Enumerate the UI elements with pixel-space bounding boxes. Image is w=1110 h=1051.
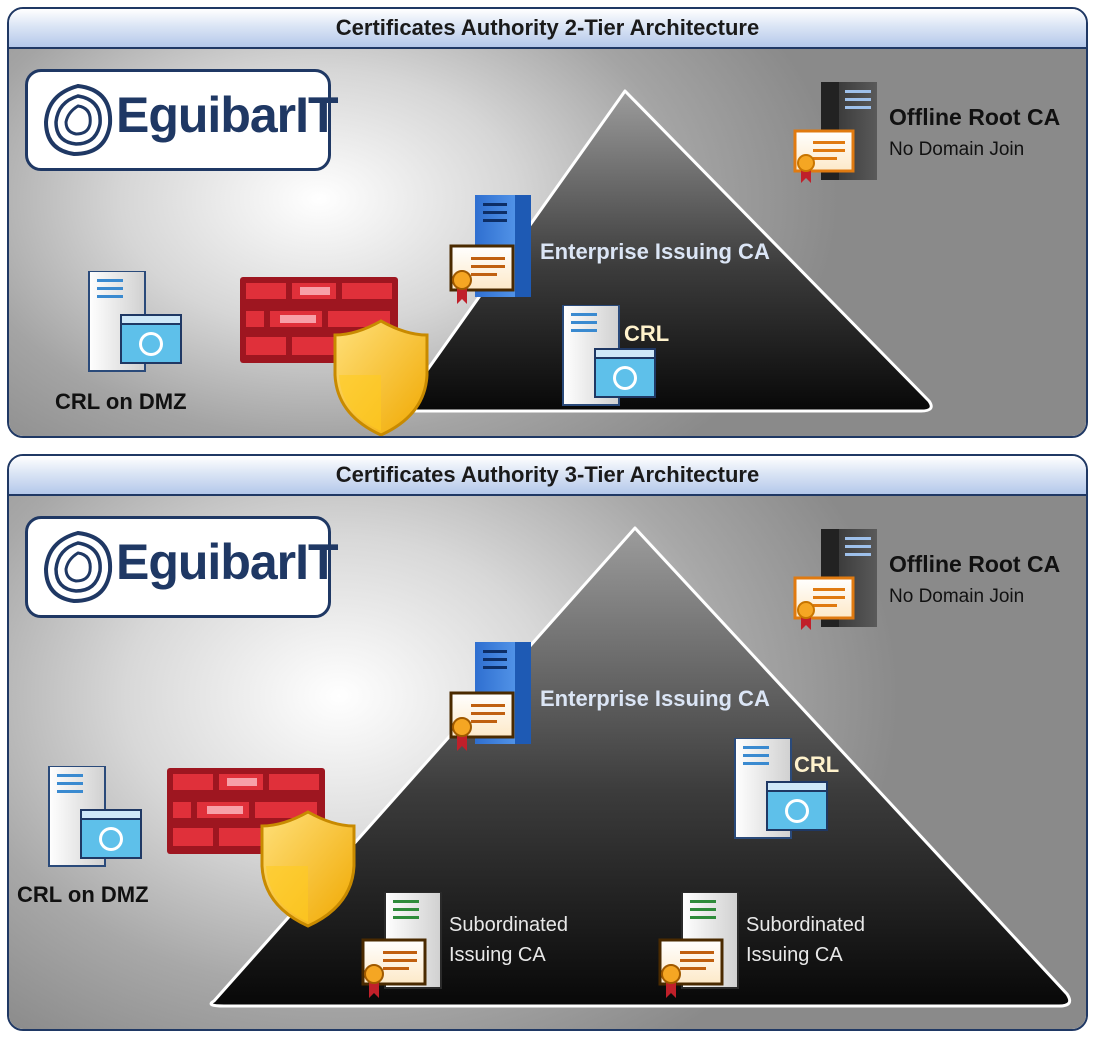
panel-header: Certificates Authority 3-Tier Architectu… [9, 456, 1086, 496]
three-tier-panel: Certificates Authority 3-Tier Architectu… [7, 454, 1088, 1031]
logo-swirl-icon [43, 531, 113, 604]
panel-header: Certificates Authority 2-Tier Architectu… [9, 9, 1086, 49]
certificate-icon [658, 938, 724, 998]
shield-icon [260, 810, 356, 928]
root-ca-subtitle: No Domain Join [889, 139, 1025, 160]
sub-ca-right-line1: Subordinated [746, 914, 865, 936]
root-ca-title: Offline Root CA [889, 104, 1061, 130]
panel-title: Certificates Authority 3-Tier Architectu… [335, 462, 760, 487]
web-server-icon [48, 766, 142, 867]
certificate-icon [449, 244, 515, 304]
pyramid [397, 89, 933, 413]
logo-text: EguibarIT [116, 87, 339, 143]
web-server-icon [562, 305, 656, 406]
sub-ca-left-line1: Subordinated [449, 914, 568, 936]
sub-ca-right-line2: Issuing CA [746, 944, 843, 966]
enterprise-ca-label: Enterprise Issuing CA [540, 239, 770, 264]
crl-dmz-label: CRL on DMZ [55, 389, 187, 414]
web-server-icon [734, 738, 828, 839]
logo-swirl-icon [43, 84, 113, 157]
panel-title: Certificates Authority 2-Tier Architectu… [335, 15, 760, 40]
panel-body: EguibarIT Offline Root CA No Domain Join [9, 496, 1086, 1029]
pyramid [209, 526, 1072, 1008]
enterprise-ca-label: Enterprise Issuing CA [540, 686, 770, 711]
logo-box: EguibarIT [25, 516, 339, 618]
certificate-icon [449, 691, 515, 751]
sub-ca-left-line2: Issuing CA [449, 944, 546, 966]
crl-label: CRL [624, 321, 670, 346]
web-server-icon [88, 271, 182, 372]
shield-icon [333, 319, 429, 436]
root-ca-subtitle: No Domain Join [889, 586, 1025, 607]
root-ca-title: Offline Root CA [889, 551, 1061, 577]
logo-text: EguibarIT [116, 534, 339, 590]
crl-dmz-label: CRL on DMZ [17, 882, 149, 907]
logo-box: EguibarIT [25, 69, 339, 171]
certificate-icon [793, 576, 855, 630]
certificate-icon [793, 129, 855, 183]
panel-body: EguibarIT Offline Root CA No Domain Join [9, 49, 1086, 436]
certificate-icon [361, 938, 427, 998]
crl-label: CRL [794, 752, 840, 777]
two-tier-panel: Certificates Authority 2-Tier Architectu… [7, 7, 1088, 438]
